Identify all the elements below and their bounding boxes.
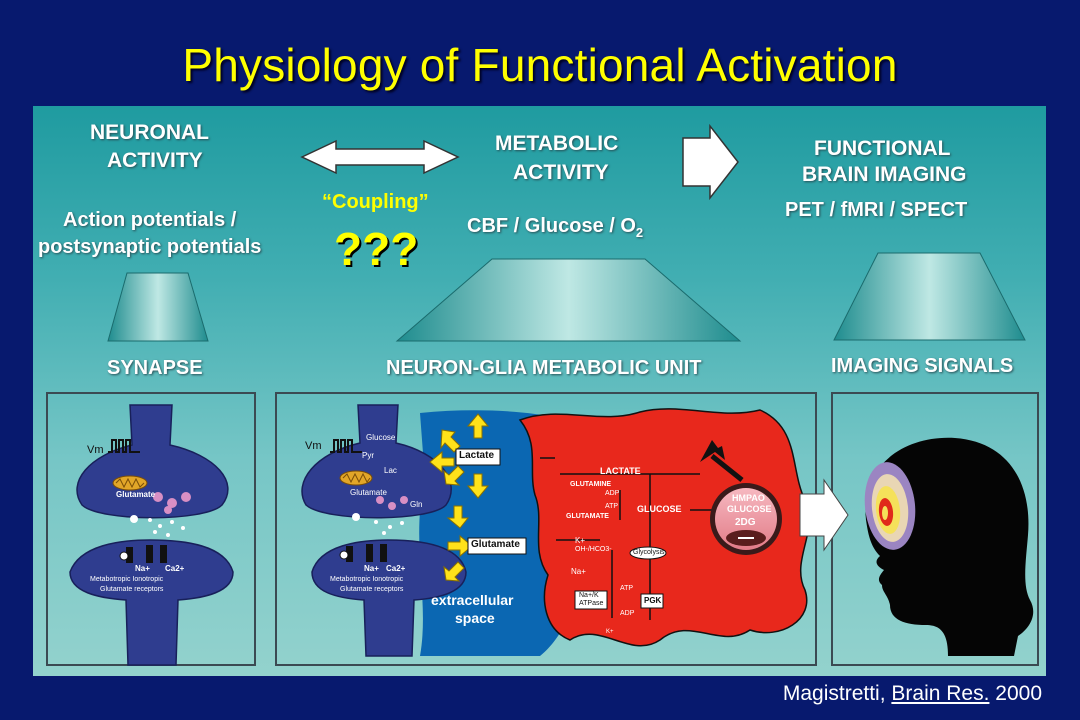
astro-glutamine: GLUTAMINE xyxy=(570,481,612,488)
unit-pyr: Pyr xyxy=(362,451,374,460)
coupling-label: “Coupling” xyxy=(322,191,429,213)
unit-ca: Ca2+ xyxy=(386,564,406,573)
metabolic-unit-illustration xyxy=(301,404,811,657)
synapse-glutamate: Glutamate xyxy=(116,490,156,499)
astro-atp2: ATP xyxy=(620,585,634,592)
astro-adp1: ADP xyxy=(605,490,620,497)
citation-author: Magistretti, xyxy=(782,682,886,705)
citation-year: 2000 xyxy=(995,682,1042,705)
astro-glutamate: GLUTAMATE xyxy=(566,513,609,520)
astro-na-k-atpase-line1: Na+/K xyxy=(579,592,599,599)
citation-journal: Brain Res. xyxy=(891,682,990,705)
metabolic-subtitle-subscript: 2 xyxy=(635,225,644,240)
head-silhouette xyxy=(864,437,1034,656)
unit-glutamate-small: Glutamate xyxy=(350,488,387,497)
synapse-na: Na+ xyxy=(135,564,150,573)
metabolic-heading-line2: ACTIVITY xyxy=(513,161,609,184)
neuronal-heading-line2: ACTIVITY xyxy=(107,149,203,172)
imaging-heading-line1: FUNCTIONAL xyxy=(814,137,951,160)
astro-na-k-atpase-line2: ATPase xyxy=(579,600,604,607)
unit-na: Na+ xyxy=(364,564,379,573)
level-metabolic-unit: NEURON-GLIA METABOLIC UNIT xyxy=(386,357,702,379)
metabolic-unit-trapezoid xyxy=(395,258,742,342)
vessel-label-line1: HMPAO xyxy=(732,493,765,503)
level-imaging: IMAGING SIGNALS xyxy=(831,355,1014,377)
citation: Magistretti, Brain Res. 2000 xyxy=(783,682,1042,706)
astro-glucose: GLUCOSE xyxy=(637,504,682,514)
unit-glucose: Glucose xyxy=(366,433,396,442)
astro-lactate: LACTATE xyxy=(600,466,641,476)
imaging-trapezoid xyxy=(833,252,1026,341)
coupling-question: ??? xyxy=(334,223,419,275)
lactate-box-label: Lactate xyxy=(459,450,495,461)
metabolic-heading-line1: METABOLIC xyxy=(495,132,619,155)
unit-vm: Vm xyxy=(305,440,322,452)
level-synapse: SYNAPSE xyxy=(107,357,203,379)
neuronal-subtitle-line2: postsynaptic potentials xyxy=(38,236,262,258)
astro-oh-hco3: OH-/HCO3- xyxy=(575,546,612,553)
synapse-receptors-line1: Metabotropic Ionotropic xyxy=(90,576,164,583)
unit-receptors-line1: Metabotropic Ionotropic xyxy=(330,576,404,583)
vessel-label-line3: 2DG xyxy=(735,517,756,528)
imaging-subtitle: PET / fMRI / SPECT xyxy=(785,199,968,221)
astro-atp1: ATP xyxy=(605,503,619,510)
astro-na-plus: Na+ xyxy=(571,567,586,576)
astro-glycolysis: Glycolysis xyxy=(633,549,665,556)
synapse-receptors-line2: Glutamate receptors xyxy=(100,586,164,593)
flow-arrow-right xyxy=(682,123,739,201)
synapse-ca: Ca2+ xyxy=(165,564,185,573)
coupling-arrow xyxy=(300,139,460,175)
arrow-to-imaging xyxy=(799,478,849,552)
unit-receptors-line2: Glutamate receptors xyxy=(340,586,404,593)
imaging-heading-line2: BRAIN IMAGING xyxy=(802,163,967,186)
extracellular-line2: space xyxy=(455,610,495,626)
extracellular-line1: extracellular xyxy=(431,592,514,608)
metabolic-subtitle-main: CBF / Glucose / O xyxy=(467,215,636,237)
astro-k-plus: K+ xyxy=(575,536,586,545)
astro-k-plus2: K+ xyxy=(606,629,614,635)
unit-lac: Lac xyxy=(384,466,397,475)
astro-adp2: ADP xyxy=(620,610,635,617)
neuronal-heading-line1: NEURONAL xyxy=(90,121,209,144)
glutamate-box-label: Glutamate xyxy=(471,539,520,550)
synapse-trapezoid xyxy=(107,272,209,342)
unit-gln: Gln xyxy=(410,500,423,509)
astro-pgk: PGK xyxy=(644,596,662,605)
neuronal-subtitle-line1: Action potentials / xyxy=(63,209,237,231)
synapse-vm: Vm xyxy=(87,444,104,456)
slide-title: Physiology of Functional Activation xyxy=(182,39,898,91)
metabolic-subtitle: CBF / Glucose / O2 xyxy=(467,215,643,241)
vessel-label-line2: GLUCOSE xyxy=(727,504,772,514)
synapse-illustration xyxy=(69,404,234,666)
